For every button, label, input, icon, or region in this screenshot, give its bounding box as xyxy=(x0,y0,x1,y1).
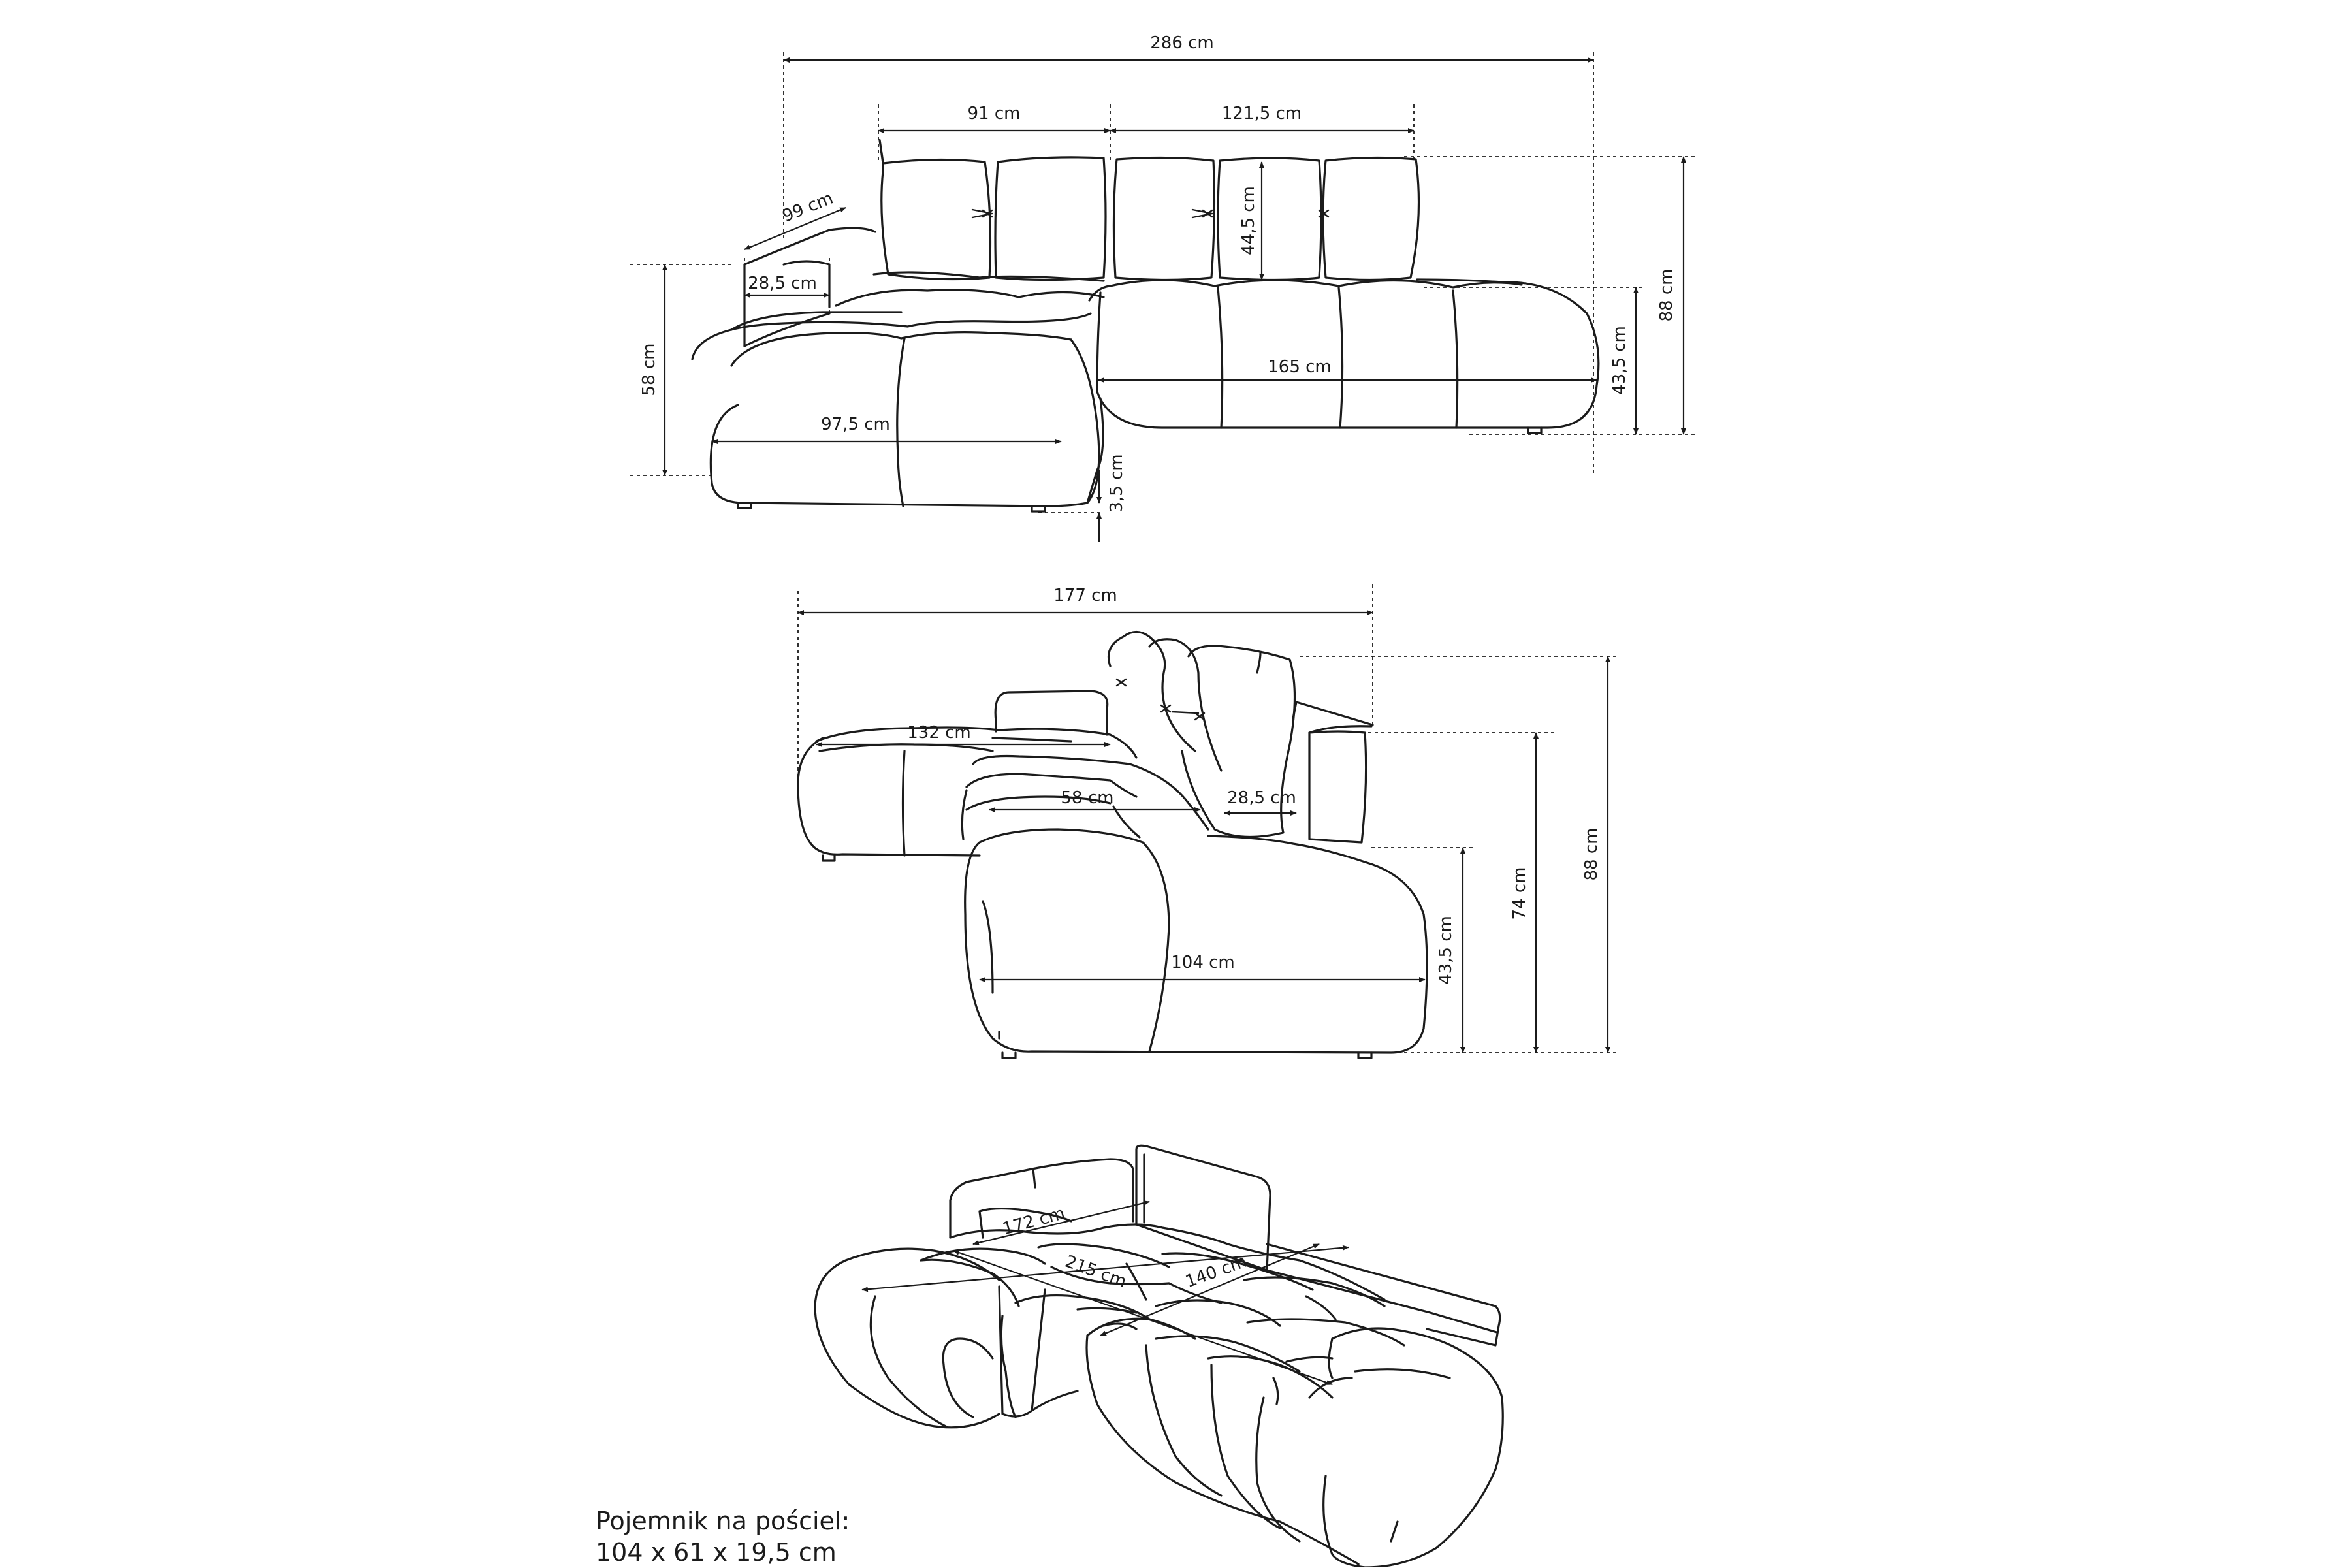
dim-88-top: 88 cm xyxy=(1657,269,1676,322)
dim-43-5-top: 43,5 cm xyxy=(1610,326,1629,395)
dim-97-5: 97,5 cm xyxy=(821,415,890,434)
dim-58-side: 58 cm xyxy=(1061,788,1114,808)
dim-99: 99 cm xyxy=(780,189,836,227)
dim-74: 74 cm xyxy=(1510,867,1529,920)
dim-43-5-side: 43,5 cm xyxy=(1436,916,1456,985)
dim-104: 104 cm xyxy=(1171,953,1235,972)
dim-88-side: 88 cm xyxy=(1582,828,1601,881)
dim-44-5: 44,5 cm xyxy=(1239,186,1258,255)
dim-91: 91 cm xyxy=(968,104,1021,123)
footnote-line-2: 104 x 61 x 19,5 cm xyxy=(596,1538,837,1567)
footnote-line-1: Pojemnik na pościel: xyxy=(596,1507,850,1535)
dim-28-5-top: 28,5 cm xyxy=(748,274,817,293)
bed-view: 172 cm 215 cm 140 cm xyxy=(814,1144,1504,1567)
dim-3-5: 3,5 cm xyxy=(1107,454,1127,512)
dim-177: 177 cm xyxy=(1053,586,1117,605)
side-view: 177 cm 132 cm 58 cm 28,5 cm 104 cm 43,5 … xyxy=(797,584,1620,1059)
dim-121-5: 121,5 cm xyxy=(1222,104,1302,123)
storage-footnote: Pojemnik na pościel: 104 x 61 x 19,5 cm xyxy=(596,1505,850,1568)
dim-132: 132 cm xyxy=(907,723,971,743)
front-view: 286 cm 91 cm 121,5 cm 44,5 cm 99 cm 28,5… xyxy=(630,33,1695,542)
dim-165: 165 cm xyxy=(1268,357,1332,377)
dim-215: 215 cm xyxy=(1063,1252,1129,1292)
dim-286: 286 cm xyxy=(1150,33,1214,53)
dim-28-5-side: 28,5 cm xyxy=(1227,788,1296,808)
dim-58-top: 58 cm xyxy=(639,344,659,396)
